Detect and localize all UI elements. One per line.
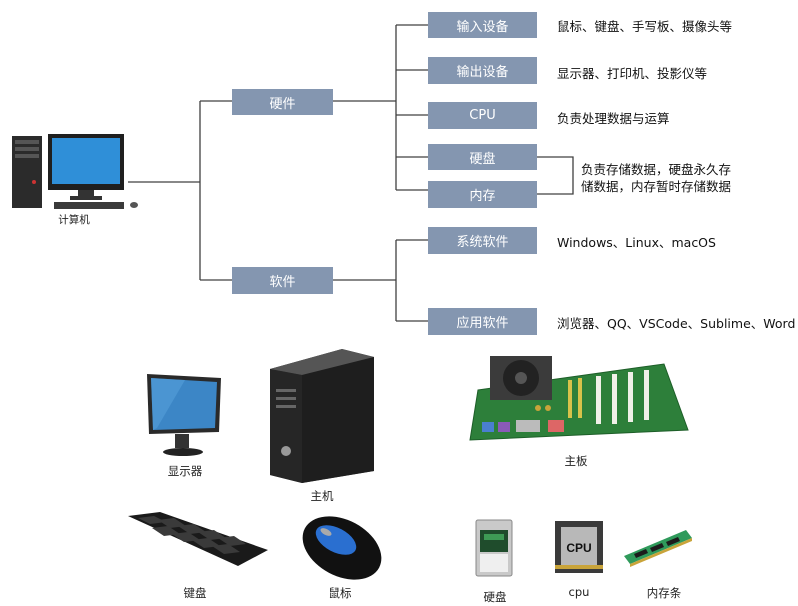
input-devices-box: 输入设备 [428,12,537,38]
mouse-label: 鼠标 [328,586,352,600]
input-devices-desc: 鼠标、键盘、手写板、摄像头等 [557,19,733,34]
application-software-desc: 浏览器、QQ、VSCode、Sublime、Word [557,316,796,331]
software-box: 软件 [232,267,333,294]
cpu-label: cpu [568,585,590,599]
ram-label: 内存条 [646,586,682,600]
storage-desc-line-1: 负责存储数据，硬盘永久存 [581,162,732,177]
motherboard-icon [468,350,690,444]
ram-icon [622,528,694,570]
monitor-label: 显示器 [167,464,203,478]
hdd-label: 硬盘 [483,590,507,604]
tower-label: 主机 [310,489,334,503]
hard-disk-box: 硬盘 [428,144,537,170]
cpu-chip-icon: CPU [553,519,605,575]
cpu-desc: 负责处理数据与运算 [557,111,670,126]
cpu-box: CPU [428,102,537,129]
system-software-desc: Windows、Linux、macOS [557,235,716,250]
computer-icon [10,132,140,214]
storage-desc: 负责存储数据，硬盘永久存 储数据，内存暂时存储数据 [581,161,731,195]
tower-icon [266,347,378,485]
motherboard-label: 主板 [564,454,588,468]
memory-box: 内存 [428,181,537,208]
cpu-chip-text: CPU [566,541,591,555]
keyboard-icon [122,510,272,570]
output-devices-box: 输出设备 [428,57,537,84]
hdd-icon [474,518,514,578]
monitor-icon [145,372,225,458]
hardware-box: 硬件 [232,89,333,115]
application-software-box: 应用软件 [428,308,537,335]
output-devices-desc: 显示器、打印机、投影仪等 [557,66,708,81]
root-label: 计算机 [58,214,90,226]
storage-desc-line-2: 储数据，内存暂时存储数据 [581,179,732,194]
keyboard-label: 键盘 [183,586,207,600]
system-software-box: 系统软件 [428,227,537,254]
mouse-icon [296,514,386,580]
